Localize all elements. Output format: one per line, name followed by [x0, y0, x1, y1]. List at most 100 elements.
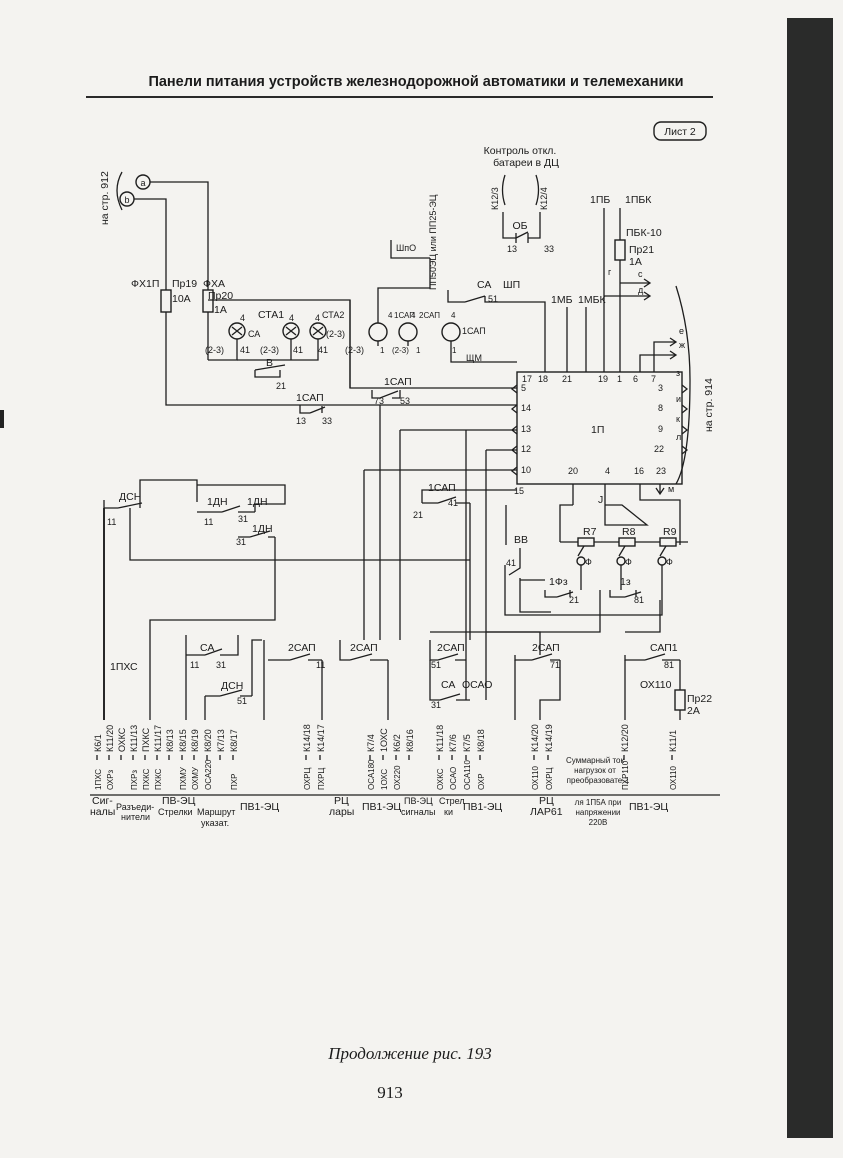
fuse-pbk10-label: ПБК-10 — [626, 227, 662, 239]
column-top-label: К14/17 — [316, 724, 326, 752]
feed-1pbk: 1ПБК — [625, 194, 652, 206]
ox110-label: ОХ110 — [640, 679, 672, 691]
svg-text:14: 14 — [521, 403, 531, 413]
svg-text:4: 4 — [411, 311, 416, 320]
sap-lamp-block: ПП50ЭЦ или ПП25-ЭЦ ШпО СА ШП 51 4 1САП 4… — [345, 194, 546, 372]
column-top-label: К8/15 — [178, 729, 188, 752]
block-1p: 1П 17 18 21 19 1 6 7 5 14 13 12 10 15 3 … — [510, 285, 715, 496]
shpo-label: ШпО — [396, 243, 416, 253]
svg-text:11: 11 — [190, 660, 199, 670]
column-top-label: К14/20 — [530, 724, 540, 752]
relay-c21: 21 — [413, 510, 423, 520]
group-route-1: Маршрут — [197, 807, 235, 817]
column-top-label: ОХКС — [117, 727, 127, 752]
svg-text:4: 4 — [605, 466, 610, 476]
fuse-pr19-label: Пр19 — [172, 278, 197, 290]
svg-text:10: 10 — [521, 465, 531, 475]
column-top-label: К11/17 — [153, 725, 163, 752]
column-bottom-label: ПХР110 — [621, 760, 630, 790]
dsn-label-2: ДСН — [221, 680, 243, 692]
svg-text:12: 12 — [521, 444, 531, 454]
note-line-6: 220В — [589, 818, 608, 827]
svg-text:13: 13 — [521, 424, 531, 434]
svg-text:41: 41 — [318, 345, 328, 355]
svg-text:16: 16 — [634, 466, 644, 476]
fuse-pr21 — [614, 239, 626, 261]
power-feed: 1ПБ 1ПБК ПБК-10 Пр21 1А г с д 1МБ 1МБК — [551, 194, 662, 372]
b-label: В — [266, 357, 273, 369]
note-line-4: ля 1П5А при — [575, 798, 622, 807]
feed-g: г — [608, 267, 612, 277]
svg-text:ж: ж — [679, 340, 685, 350]
svg-text:3: 3 — [658, 383, 663, 393]
feed-1mbk: 1МБК — [578, 294, 606, 306]
resistor-r7 — [577, 537, 595, 547]
note-line-3: преобразовате-1 — [567, 776, 630, 785]
column-bottom-label: ОХРз — [106, 769, 115, 790]
sap2-label-2: 2САП — [350, 642, 378, 654]
svg-text:22: 22 — [654, 444, 664, 454]
column-bottom-label: ОХМУ — [191, 766, 200, 790]
svg-text:11: 11 — [316, 660, 325, 670]
column-bottom-label: ОСАО — [449, 767, 458, 790]
column-top-label: К11/20 — [105, 725, 115, 752]
dsn-c11: 11 — [107, 517, 116, 527]
svg-text:1: 1 — [380, 346, 385, 355]
fuse-pr21-rating: 1А — [629, 256, 642, 268]
internal-wiring: 1САП 21 41 — [349, 300, 517, 700]
svg-text:17: 17 — [522, 374, 532, 384]
column-bottom-label: ПХКС — [154, 768, 163, 790]
block-1p-frame — [516, 371, 683, 485]
svg-text:1: 1 — [617, 374, 622, 384]
svg-text:Ф: Ф — [625, 557, 632, 567]
relay-c73: 73 — [374, 396, 384, 406]
terminal-b-label: b — [124, 195, 129, 205]
shchm-label: ЩМ — [466, 353, 482, 363]
group-pv-signals-2: сигналы — [401, 807, 436, 817]
column-top-label: К8/13 — [165, 729, 175, 752]
group-signals-2: налы — [90, 806, 115, 818]
regulator-j: J — [598, 494, 603, 506]
svg-text:23: 23 — [656, 466, 666, 476]
svg-text:4: 4 — [388, 311, 393, 320]
sap2-label-3: 2САП — [437, 642, 465, 654]
sap2-label-4: 2САП — [532, 642, 560, 654]
sta2-label: СТА2 — [322, 310, 344, 320]
svg-text:9: 9 — [658, 424, 663, 434]
column-top-label: К14/18 — [302, 724, 312, 752]
column-bottom-label: ОХКС — [436, 768, 445, 790]
column-top-label: К6/1 — [93, 734, 103, 752]
fuse-pr20-label: Пр20 — [208, 290, 233, 302]
fuse-fh1p-label: ФХ1П — [131, 278, 159, 290]
group-pv-signals-1: ПВ-ЭЦ — [404, 796, 433, 806]
svg-text:(2-3): (2-3) — [392, 346, 409, 355]
column-top-label: К7/4 — [366, 734, 376, 752]
sa-contact-label: СА — [477, 279, 491, 291]
regulator-section: J R7 R8 R9 Ф Ф Ф ВВ 41 1Фз 1з 21 81 — [430, 484, 688, 633]
block-1p-name: 1П — [591, 424, 604, 436]
control-c1: 13 — [507, 244, 517, 254]
control-relay: ОБ — [512, 220, 527, 232]
column-bottom-label: ОХРЦ — [545, 767, 554, 790]
vv-label: ВВ — [514, 534, 528, 546]
phiz-label: 1з — [620, 576, 631, 588]
column-bottom-label: ПХР — [230, 774, 239, 790]
relay-c13: 13 — [296, 416, 306, 426]
svg-text:4: 4 — [289, 313, 294, 323]
column-top-label: К11/1 — [668, 730, 678, 752]
group-signals-1: Сиг- — [92, 795, 113, 807]
column-top-label: К11/18 — [435, 725, 445, 752]
column-bottom-label: ОХ220 — [393, 765, 402, 790]
resistor-r9 — [659, 537, 677, 547]
lamp-2 — [398, 322, 418, 342]
group-disconnectors-1: Разъеди- — [116, 802, 154, 812]
r8-label: R8 — [622, 526, 636, 538]
fuse-fha-label: ФХА — [203, 278, 225, 290]
sap2-label-1: 2САП — [288, 642, 316, 654]
fuse-pr20-rating: 1А — [214, 304, 227, 316]
page-edge-mark — [0, 410, 4, 428]
svg-text:15: 15 — [514, 486, 524, 496]
column-top-label: ПХКС — [141, 727, 151, 752]
column-bottom-label: ПХКС — [142, 768, 151, 790]
svg-text:м: м — [668, 484, 674, 494]
